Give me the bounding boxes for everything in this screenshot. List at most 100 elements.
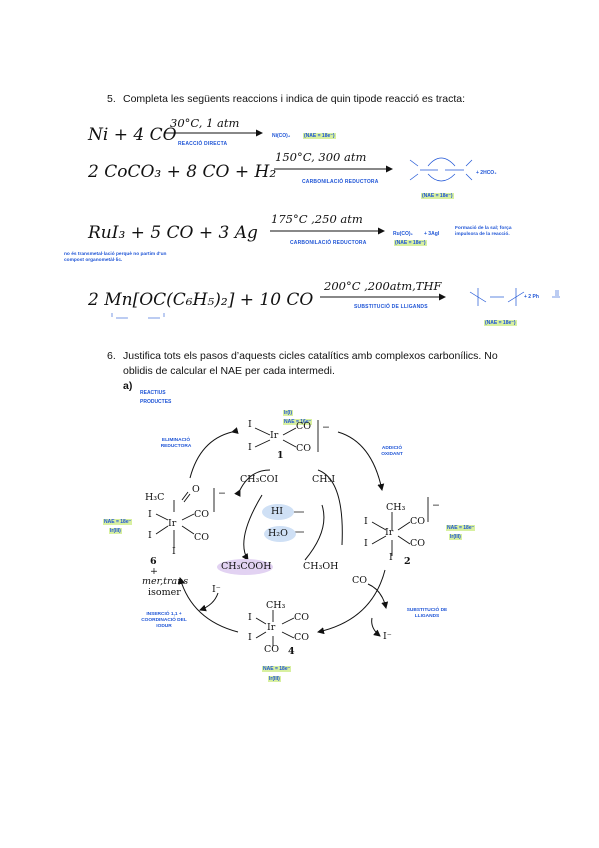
complex6-i-axial: I <box>172 546 176 557</box>
complex6-mer-trans: mer,trans <box>142 576 189 587</box>
reaction4-nae: (NAE = 18e⁻) <box>484 320 517 326</box>
reaction1-nae: (NAE = 18e⁻) <box>303 133 336 139</box>
arrow-6-to-1 <box>189 427 239 479</box>
complex1-ir: Ir <box>270 430 279 441</box>
complex4-ir: Ir <box>267 622 276 633</box>
complex4-ch3: CH₃ <box>266 600 286 611</box>
reaction2-byproduct: + 2HCO₃ <box>476 170 497 176</box>
arrow-ch3i <box>317 469 343 546</box>
step-insertion: INSERCIÓ 1,1 + COORDINACIÓ DEL IODUR <box>141 612 187 629</box>
complex6-plus: + <box>150 566 158 577</box>
arrow-to-ch3cooh <box>241 494 263 561</box>
arrow-ch3coi <box>234 469 271 497</box>
step-reductive-elimination: ELIMINACIÓ REDUCTORA <box>160 438 192 449</box>
complex4-i-top: I <box>248 612 252 623</box>
complex6-isomer: isomer <box>148 587 181 598</box>
co2co8-sketch <box>409 157 473 182</box>
complex6-ox: Ir(III) <box>109 528 122 534</box>
complex6-co-top: CO <box>194 509 210 520</box>
mn2co10-sketch <box>469 288 525 306</box>
arrow-4-to-6 <box>178 577 239 633</box>
reaction2-type: CARBONILACIÓ REDUCTORA <box>302 179 379 185</box>
complex2-i-top: I <box>364 516 368 527</box>
arrow-from-ch3oh <box>304 504 325 561</box>
q5-prompt: Completa les següents reaccions i indica… <box>123 93 466 105</box>
complex1-nae: NAE = 16e⁻ <box>283 419 313 425</box>
reaction1-type: REACCIÓ DIRECTA <box>178 141 228 147</box>
complex2-i-axial: I <box>389 552 393 563</box>
reaction3-byproduct: + 3AgI <box>424 231 440 237</box>
legend-reactants: REACTIUS <box>140 390 166 396</box>
complex4-label: 4 <box>288 646 295 657</box>
legend-products: PRODUCTES <box>140 399 172 405</box>
reaction3-type: CARBONILACIÓ REDUCTORA <box>290 240 367 246</box>
q6-number: 6. <box>107 350 116 362</box>
reaction4-reactants: 2 Mn[OC(C₆H₅)₂] + 10 CO <box>88 290 314 310</box>
benzophenone-sketch <box>552 290 560 298</box>
species-ch3i: CH₃I <box>312 474 336 485</box>
arrow-co-in <box>367 583 389 609</box>
complex2-ch3: CH₃ <box>386 502 406 513</box>
q6-prompt: Justifica tots els pasos d’aquests cicle… <box>123 350 498 377</box>
complex6-ir: Ir <box>168 518 177 529</box>
complex6-bonds <box>155 488 215 548</box>
reaction3-left-note: no és transmetal·lació perquè no partim … <box>64 252 167 263</box>
complex2-nae: NAE = 18e⁻ <box>446 525 476 531</box>
reaction3-nae: (NAE = 18e⁻) <box>394 240 427 246</box>
complex6-i-top: I <box>148 509 152 520</box>
complex4-bonds <box>255 610 295 646</box>
reaction1-reactants: Ni + 4 CO <box>88 125 177 145</box>
complex1-ox: Ir(I) <box>283 410 294 416</box>
complex6-nae: NAE = 18e⁻ <box>103 519 133 525</box>
complex6-co-bottom: CO <box>194 532 210 543</box>
complex4-ox: Ir(III) <box>268 676 281 682</box>
step-ligand-substitution: SUBSTITUCIÓ DE LLIGANDS <box>406 608 448 619</box>
reaction3-reactants: RuI₃ + 5 CO + 3 Ag <box>88 223 258 243</box>
complex2-charge: − <box>432 500 440 511</box>
oval-h2o <box>264 526 296 542</box>
complex6-charge: − <box>218 488 226 499</box>
complex4-co-axial: CO <box>264 644 280 655</box>
q5-number: 5. <box>107 93 116 105</box>
reaction1-conditions: 30°C, 1 atm <box>170 116 240 130</box>
complex2-co-top: CO <box>410 516 426 527</box>
complex6-h3c: H₃C <box>145 492 165 503</box>
species-ch3cooh: CH₃COOH <box>221 561 272 572</box>
oval-hi <box>262 504 294 520</box>
complex1-co-bottom: CO <box>296 443 312 454</box>
reaction3-side-note: Formació de la sal; força impulsora de l… <box>455 226 512 237</box>
complex4-nae: NAE = 18e⁻ <box>262 666 292 672</box>
reaction4-type: SUBSTITUCIÓ DE LLIGANDS <box>354 304 428 310</box>
oval-ch3cooh <box>217 559 273 575</box>
species-ch3coi: CH₃COI <box>240 474 279 485</box>
species-co-in: CO <box>352 575 368 586</box>
species-i-in: I⁻ <box>212 584 221 595</box>
complex1-charge: − <box>322 422 330 433</box>
species-i-out: I⁻ <box>383 631 392 642</box>
complex4-co-bottom: CO <box>294 632 310 643</box>
q6-sub-a: a) <box>123 380 133 392</box>
reaction2-nae: (NAE = 18e⁻) <box>421 193 454 199</box>
complex6-i-bottom: I <box>148 530 152 541</box>
complex1-i-bottom: I <box>248 442 252 453</box>
complex2-ir: Ir <box>385 527 394 538</box>
arrow-2-to-4 <box>317 569 386 635</box>
arrow-i-out <box>371 617 381 637</box>
complex6-o: O <box>192 484 200 495</box>
step-oxidative-addition: ADDICIÓ OXIDANT <box>381 446 403 457</box>
species-hi: HI <box>271 506 284 517</box>
complex1-bonds <box>254 420 319 452</box>
species-h2o: H₂O <box>268 528 288 539</box>
arrow-i-in <box>199 592 219 612</box>
reaction4-conditions: 200°C ,200atm,THF <box>324 279 442 293</box>
complex2-bonds <box>371 497 429 556</box>
mn-ligand-sketch <box>111 313 165 319</box>
arrow-1-to-2 <box>337 431 385 491</box>
complex4-co-top: CO <box>294 612 310 623</box>
complex1-i-top: I <box>248 419 252 430</box>
complex6-label: 6 <box>150 556 157 567</box>
reaction4-byproduct: + 2 Ph <box>524 294 539 300</box>
reaction1-product: Ni(CO)₄ <box>272 133 291 139</box>
reaction3-conditions: 175°C ,250 atm <box>271 212 363 226</box>
